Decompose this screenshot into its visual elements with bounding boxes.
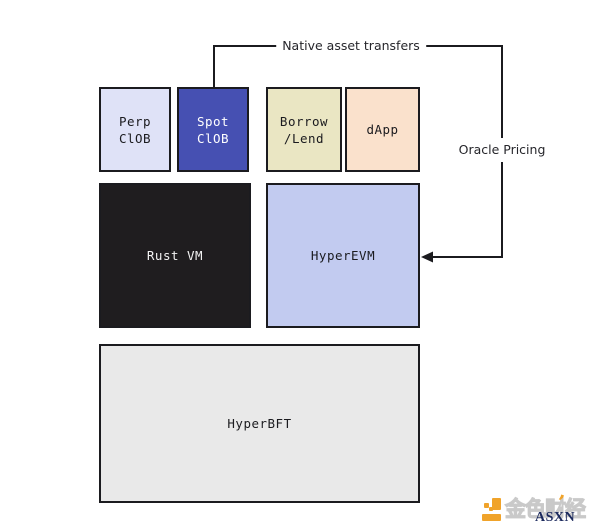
hyperbft-box: HyperBFT <box>99 344 420 503</box>
spot-clob-box: Spot ClOB <box>177 87 249 172</box>
asxn-wordmark: ASXN <box>535 510 576 525</box>
arrowhead-into-hyperevm <box>421 251 433 263</box>
dapp-label: dApp <box>366 122 399 137</box>
hyperevm-box: HyperEVM <box>266 183 420 328</box>
perp-clob-box: Perp ClOB <box>99 87 171 172</box>
borrow-lend-label: Borrow /Lend <box>279 113 329 146</box>
perp-clob-label: Perp ClOB <box>118 113 152 146</box>
spot-clob-label: Spot ClOB <box>196 113 230 146</box>
oracle-pricing-label: Oracle Pricing <box>455 138 549 162</box>
jinse-finance-wordmark: 金色财经 <box>505 497 587 521</box>
rust-vm-label: Rust VM <box>146 248 204 263</box>
dapp-box: dApp <box>345 87 420 172</box>
borrow-lend-box: Borrow /Lend <box>266 87 342 172</box>
watermark: 金色财经 ’ ASXN <box>480 491 594 529</box>
hyperbft-label: HyperBFT <box>227 416 292 431</box>
rust-vm-box: Rust VM <box>99 183 251 328</box>
hyperevm-label: HyperEVM <box>310 248 376 263</box>
native-asset-transfers-label: Native asset transfers <box>276 38 426 54</box>
